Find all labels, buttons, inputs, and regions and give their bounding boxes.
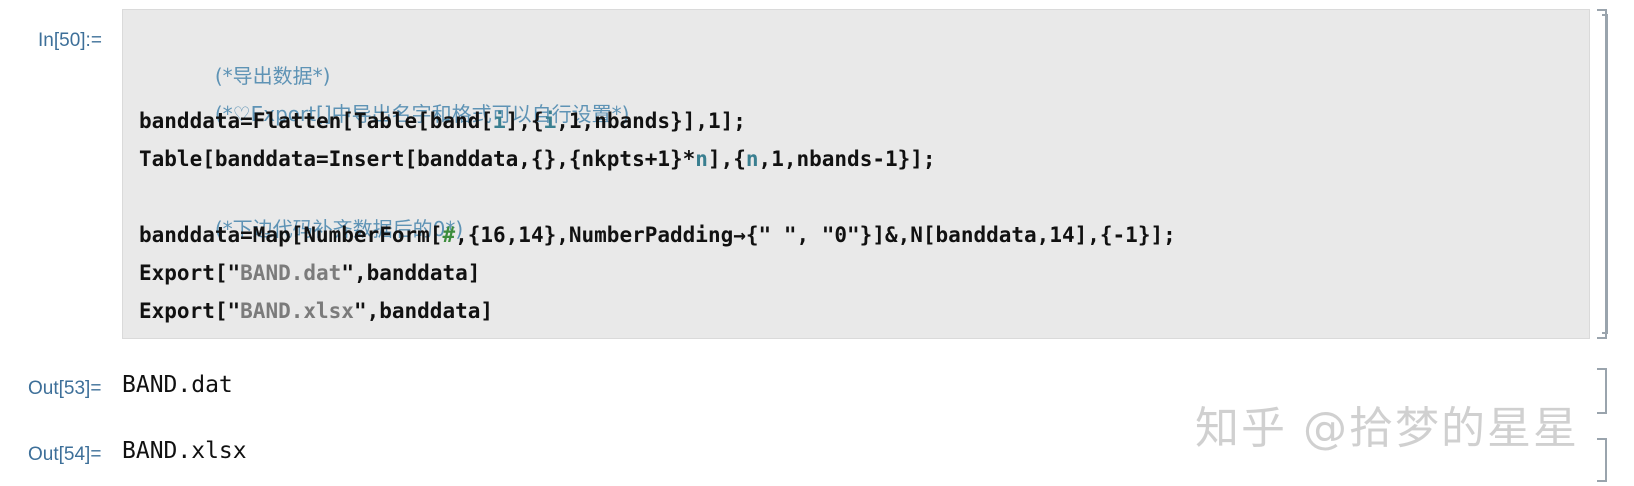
code-segment: ",banddata] bbox=[341, 261, 481, 285]
input-cell-label: In[50]:= bbox=[38, 30, 102, 51]
code-segment: ,1,nbands-1}]; bbox=[758, 147, 936, 171]
code-string: BAND.xlsx bbox=[240, 299, 354, 323]
code-segment: Export[" bbox=[139, 261, 241, 285]
code-input-area[interactable]: (*导出数据*) (*♡Export[]中导出名字和格式可以自行设置*) ban… bbox=[122, 9, 1590, 339]
code-segment: ],{ bbox=[505, 109, 544, 133]
code-segment: banddata=Flatten[Table[band[ bbox=[139, 109, 494, 133]
code-variable: n bbox=[745, 147, 759, 171]
comment-text: (*导出数据*) bbox=[214, 64, 331, 88]
code-line-6: banddata=Map[NumberForm[#,{16,14},Number… bbox=[139, 219, 1176, 251]
code-line-comment-1: (*导出数据*) bbox=[139, 28, 331, 124]
code-segment: ,1,nbands}],1]; bbox=[556, 109, 746, 133]
code-line-comment-3: (*下边代码补齐数据后的0*) bbox=[139, 181, 463, 277]
code-variable: i bbox=[543, 109, 557, 133]
code-variable: i bbox=[493, 109, 506, 133]
code-segment: ,{16,14},NumberPadding→{" ", "0"}]&,N[ba… bbox=[455, 223, 1176, 247]
output-value: BAND.xlsx bbox=[122, 438, 247, 464]
code-segment: banddata=Map[NumberForm[ bbox=[139, 223, 443, 247]
input-cell-inner-bracket[interactable] bbox=[1602, 14, 1608, 334]
code-line-comment-2: (*♡Export[]中导出名字和格式可以自行设置*) bbox=[139, 66, 630, 162]
comment-text: (*下边代码补齐数据后的0*) bbox=[214, 217, 464, 241]
output-cell-label: Out[54]= bbox=[28, 444, 102, 465]
output-value: BAND.dat bbox=[122, 372, 233, 398]
output-cell-bracket[interactable] bbox=[1597, 368, 1607, 414]
code-string: BAND.dat bbox=[240, 261, 342, 285]
watermark: 知乎 @拾梦的星星 bbox=[1195, 403, 1579, 454]
code-line-3: banddata=Flatten[Table[band[i],{i,1,nban… bbox=[139, 105, 746, 137]
code-segment: ],{ bbox=[707, 147, 746, 171]
output-cell-bracket[interactable] bbox=[1597, 438, 1607, 482]
output-cell-label: Out[53]= bbox=[28, 378, 102, 399]
code-line-7: Export["BAND.dat",banddata] bbox=[139, 257, 480, 289]
comment-text: (*♡Export[]中导出名字和格式可以自行设置*) bbox=[214, 102, 630, 126]
code-segment: Export[" bbox=[139, 299, 241, 323]
code-segment: Table[banddata=Insert[banddata,{},{nkpts… bbox=[139, 147, 696, 171]
code-line-8: Export["BAND.xlsx",banddata] bbox=[139, 295, 493, 327]
code-slot: # bbox=[442, 223, 456, 247]
code-line-4: Table[banddata=Insert[banddata,{},{nkpts… bbox=[139, 143, 936, 175]
code-variable: n bbox=[695, 147, 708, 171]
code-segment: ",banddata] bbox=[353, 299, 494, 323]
